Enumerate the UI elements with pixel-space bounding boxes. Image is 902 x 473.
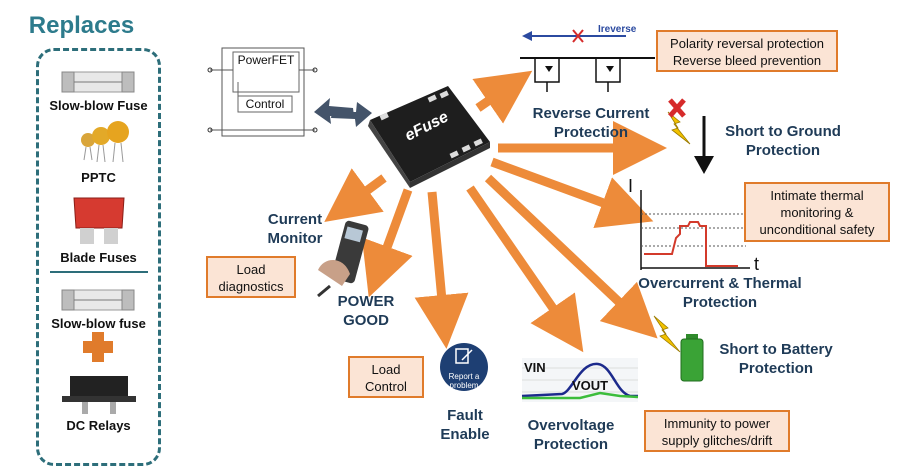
schematic-powerfet-label: PowerFET — [237, 53, 295, 67]
polarity-line2: Reverse bleed prevention — [672, 53, 822, 68]
load-control-line1: Load — [371, 362, 401, 377]
blade-fuse-icon — [73, 197, 125, 244]
report-line1: Report a — [448, 372, 480, 381]
replaces-item-blade-fuses: Blade Fuses — [60, 250, 137, 265]
overvoltage-line1: Overvoltage — [527, 417, 615, 434]
short-ground-label: Short to Ground Protection — [718, 122, 848, 160]
replaces-item-slow-blow-fuse-2: Slow-blow fuse — [51, 316, 146, 331]
reverse-current-line2: Protection — [553, 124, 629, 141]
short-battery-line1: Short to Battery — [719, 341, 833, 358]
overvoltage-vin: VIN — [524, 360, 546, 375]
reverse-current-schematic — [520, 29, 655, 92]
plus-icon — [83, 332, 113, 362]
short-battery-label: Short to Battery Protection — [706, 340, 846, 378]
schematic-control-label: Control — [245, 97, 285, 111]
lightning-icon-ground — [667, 98, 691, 145]
thermal-line2: monitoring & — [780, 205, 854, 220]
report-problem-icon — [440, 343, 488, 391]
report-text: Report a problem — [440, 372, 488, 390]
power-good-label: POWER GOOD — [324, 292, 408, 330]
load-diag-line1: Load — [236, 262, 266, 277]
replaces-item-slow-blow-fuse: Slow-blow Fuse — [49, 98, 148, 113]
glitch-line2: supply glitches/drift — [661, 433, 773, 448]
slow-blow-fuse-2-icon — [61, 289, 135, 311]
overcurrent-line2: Protection — [682, 294, 758, 311]
current-monitor-label: Current Monitor — [256, 210, 334, 248]
short-ground-line1: Short to Ground — [725, 123, 841, 140]
polarity-line1: Polarity reversal protection — [670, 36, 824, 51]
arrow-overcurrent — [490, 157, 654, 229]
ground-arrow — [694, 116, 714, 174]
arrow-overvoltage — [466, 185, 584, 353]
power-good-line2: GOOD — [343, 312, 389, 329]
overcurrent-plot — [640, 190, 750, 270]
overvoltage-plot — [521, 358, 639, 402]
overvoltage-vout: VOUT — [572, 378, 609, 393]
schematic-link-arrow — [314, 98, 372, 127]
pptc-icon — [81, 121, 129, 163]
overcurrent-line1: Overcurrent & Thermal — [638, 275, 802, 292]
replaces-item-dc-relays: DC Relays — [66, 418, 131, 433]
load-diag-line2: diagnostics — [218, 279, 284, 294]
efuse-chip — [368, 86, 490, 188]
current-monitor-line1: Current — [267, 211, 323, 228]
replaces-title: Replaces — [28, 12, 135, 39]
dc-relay-icon — [62, 376, 136, 414]
short-battery-line2: Protection — [738, 360, 814, 377]
power-good-line1: POWER — [337, 293, 395, 310]
current-monitor-device — [317, 220, 369, 298]
glitch-line1: Immunity to power — [663, 416, 771, 431]
battery-icon — [680, 334, 704, 382]
thermal-line3: unconditional safety — [759, 222, 875, 237]
slow-blow-fuse-icon — [61, 71, 135, 93]
report-line2: problem — [449, 381, 479, 390]
arrow-fault — [414, 191, 469, 349]
orange-arrows — [324, 70, 667, 353]
overvoltage-label: Overvoltage Protection — [506, 416, 636, 454]
load-control-box: Load Control — [348, 356, 424, 398]
powerfet-schematic — [207, 47, 318, 137]
replaces-separator — [50, 271, 148, 273]
fault-line2: Enable — [440, 426, 490, 443]
reverse-current-line1: Reverse Current — [532, 105, 650, 122]
overcurrent-axis-i: I — [628, 176, 634, 196]
arrow-power-good — [361, 188, 413, 298]
overcurrent-label: Overcurrent & Thermal Protection — [620, 274, 820, 312]
glitch-box: Immunity to power supply glitches/drift — [644, 410, 790, 452]
arrow-battery — [484, 174, 658, 339]
short-ground-line2: Protection — [745, 142, 821, 159]
lightning-icon-battery — [653, 315, 681, 353]
ireverse-label: Ireverse — [598, 24, 637, 35]
load-diagnostics-box: Load diagnostics — [206, 256, 296, 298]
polarity-box: Polarity reversal protection Reverse ble… — [656, 30, 838, 72]
load-control-line2: Control — [365, 379, 407, 394]
arrow-reverse — [472, 70, 533, 124]
arrow-current-monitor — [324, 168, 387, 223]
thermal-box: Intimate thermal monitoring & unconditio… — [744, 182, 890, 242]
thermal-line1: Intimate thermal — [770, 188, 864, 203]
replaces-panel — [36, 48, 161, 466]
current-monitor-line2: Monitor — [267, 230, 323, 247]
fault-line1: Fault — [447, 407, 483, 424]
fault-enable-label: Fault Enable — [430, 406, 500, 444]
reverse-current-label: Reverse Current Protection — [516, 104, 666, 142]
overvoltage-line2: Protection — [533, 436, 609, 453]
replaces-item-pptc: PPTC — [81, 170, 116, 185]
overcurrent-axis-t: t — [754, 254, 760, 274]
